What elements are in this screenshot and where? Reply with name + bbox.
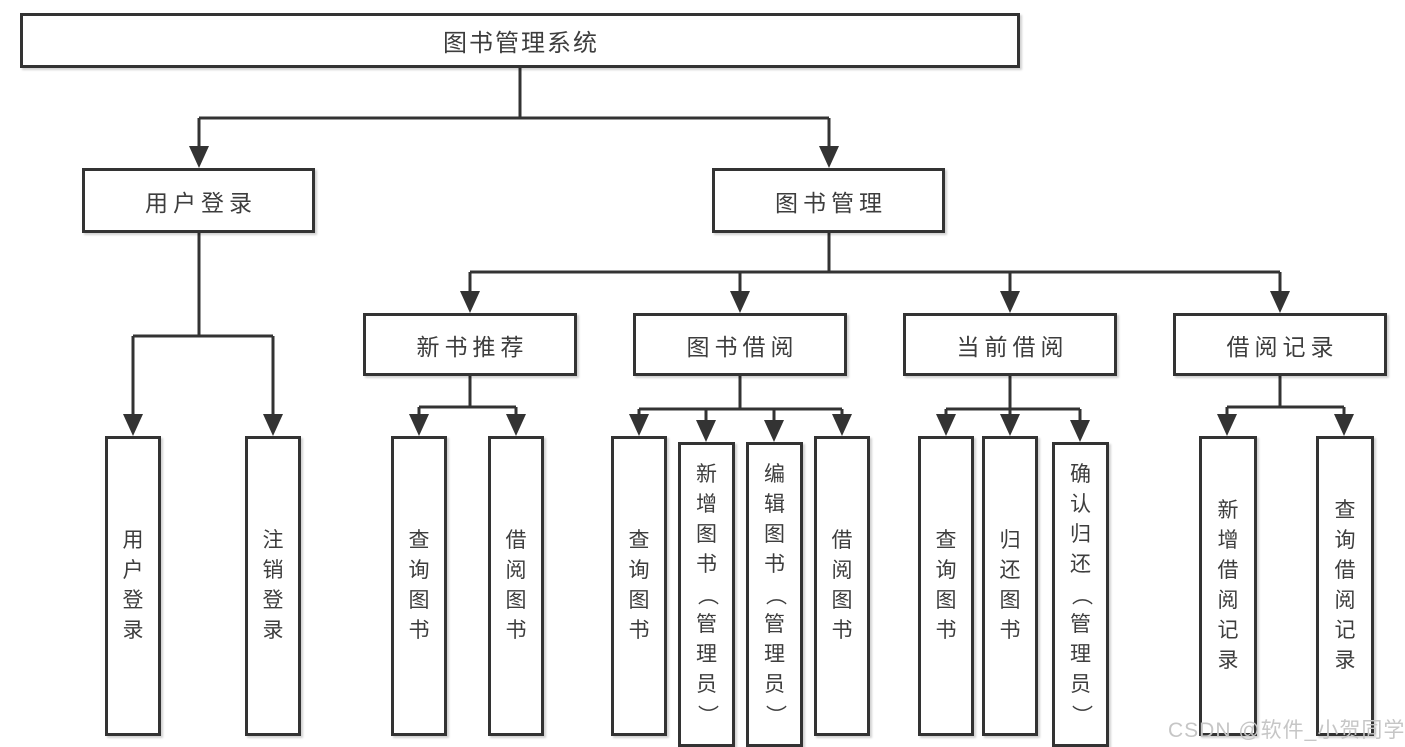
vertical-char: 新 [1217,499,1239,522]
vertical-char: 还 [999,559,1021,582]
vertical-char: 询 [628,559,650,582]
vertical-char: 员 [696,672,717,696]
vertical-char: 登 [122,589,144,612]
vertical-char: 理 [1070,642,1091,666]
leaf-query-books-borrowing: 查询图书 [611,436,667,736]
vertical-char: （ [695,584,719,605]
vertical-char: 查 [1334,499,1356,522]
leaf-confirm-return-admin: 确认归还 （ 管理员 ） [1052,442,1109,747]
node-book-management: 图书管理 [712,168,945,233]
leaf-return-books: 归还图书 [982,436,1038,736]
watermark: CSDN @软件_小贺同学 [1168,719,1405,742]
leaf-user-login: 用户登录 [105,436,161,736]
vertical-char: （ [763,584,787,605]
vertical-char: 阅 [1217,589,1239,612]
vertical-char: 用 [122,529,144,552]
vertical-char: 辑 [764,492,785,516]
vertical-char: 录 [262,619,284,642]
vertical-char: ） [763,704,787,725]
vertical-char: 管 [764,612,785,636]
vertical-char: 员 [1070,672,1091,696]
vertical-char: 询 [1334,529,1356,552]
vertical-char: 借 [831,529,853,552]
node-book-borrowing: 图书借阅 [633,313,847,376]
vertical-char: 图 [408,589,430,612]
vertical-char: 借 [1334,559,1356,582]
vertical-char: 借 [1217,559,1239,582]
vertical-char: 书 [505,619,527,642]
vertical-char: 阅 [831,559,853,582]
vertical-char: 编 [764,462,785,486]
leaf-query-borrow-record: 查询借阅记录 [1316,436,1374,736]
leaf-query-books-current: 查询图书 [918,436,974,736]
vertical-char: 记 [1217,619,1239,642]
vertical-char: 图 [505,589,527,612]
vertical-char: 书 [935,619,957,642]
vertical-char: 查 [628,529,650,552]
vertical-char: 询 [935,559,957,582]
vertical-char: 管 [1070,612,1091,636]
vertical-char: 图 [696,522,717,546]
vertical-char: 还 [1070,552,1091,576]
vertical-char: 归 [1070,522,1091,546]
vertical-char: 确 [1070,462,1091,486]
vertical-char: 增 [1217,529,1239,552]
vertical-char: 登 [262,589,284,612]
vertical-char: 增 [696,492,717,516]
node-current-borrowing: 当前借阅 [903,313,1117,376]
vertical-char: 归 [999,529,1021,552]
vertical-char: 管 [696,612,717,636]
vertical-char: 查 [935,529,957,552]
leaf-add-borrow-record: 新增借阅记录 [1199,436,1257,736]
vertical-char: 认 [1070,492,1091,516]
vertical-char: 阅 [1334,589,1356,612]
leaf-borrow-books-recommend: 借阅图书 [488,436,544,736]
vertical-char: 理 [696,642,717,666]
vertical-char: 书 [696,552,717,576]
vertical-char: ） [695,704,719,725]
vertical-char: 图 [935,589,957,612]
connector-shafts [131,118,1346,424]
vertical-char: 书 [831,619,853,642]
leaf-add-books-admin: 新增图书 （ 管理员 ） [678,442,735,747]
vertical-char: 图 [628,589,650,612]
vertical-char: 书 [999,619,1021,642]
vertical-char: 理 [764,642,785,666]
vertical-char: 销 [262,559,284,582]
vertical-char: 图 [831,589,853,612]
vertical-char: 询 [408,559,430,582]
vertical-char: 录 [1217,649,1239,672]
vertical-char: 查 [408,529,430,552]
vertical-char: 书 [628,619,650,642]
vertical-char: 阅 [505,559,527,582]
vertical-char: 户 [122,559,144,582]
leaf-borrow-books-borrowing: 借阅图书 [814,436,870,736]
vertical-char: ） [1069,704,1093,725]
vertical-char: 书 [408,619,430,642]
node-user-login: 用户登录 [82,168,315,233]
vertical-char: 书 [764,552,785,576]
arrowheads [123,146,1354,442]
node-library-management-system: 图书管理系统 [20,13,1020,68]
vertical-char: 借 [505,529,527,552]
vertical-char: 新 [696,462,717,486]
vertical-char: （ [1069,584,1093,605]
vertical-char: 图 [764,522,785,546]
leaf-edit-books-admin: 编辑图书 （ 管理员 ） [746,442,803,747]
vertical-char: 员 [764,672,785,696]
vertical-char: 记 [1334,619,1356,642]
vertical-char: 注 [262,529,284,552]
vertical-char: 图 [999,589,1021,612]
leaf-logout-login: 注销登录 [245,436,301,736]
vertical-char: 录 [122,619,144,642]
node-new-book-recommend: 新书推荐 [363,313,577,376]
node-borrowing-records: 借阅记录 [1173,313,1387,376]
leaf-query-books-recommend: 查询图书 [391,436,447,736]
connector-spines [133,68,1344,411]
vertical-char: 录 [1334,649,1356,672]
